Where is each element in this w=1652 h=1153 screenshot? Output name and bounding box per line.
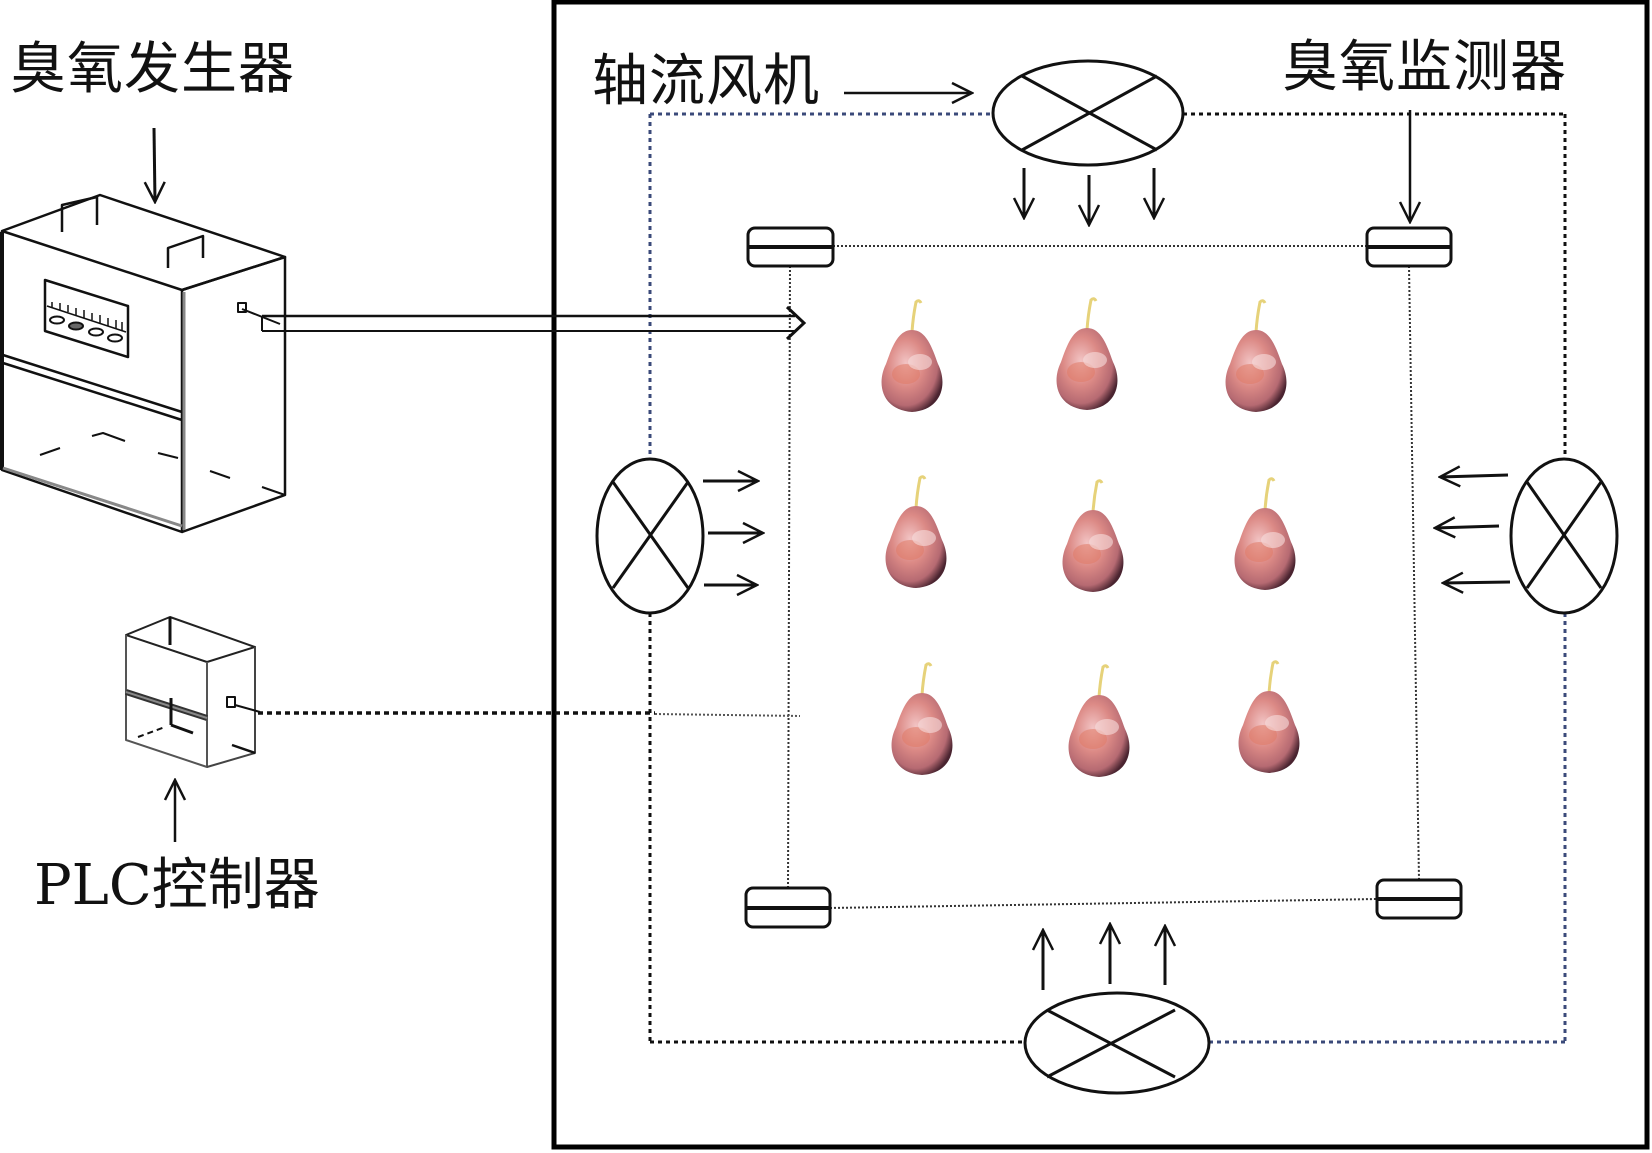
axial-fan-left bbox=[595, 457, 705, 615]
pear bbox=[1062, 479, 1124, 592]
pear-stem bbox=[910, 299, 923, 333]
pear bbox=[1056, 297, 1118, 410]
generator-display-panel bbox=[43, 278, 130, 359]
pear-highlight bbox=[1095, 719, 1119, 735]
plc-signal-line bbox=[258, 711, 801, 717]
airflow-arrows-top bbox=[1024, 168, 1154, 225]
axial-fan-right bbox=[1509, 457, 1619, 615]
plc-controller-device bbox=[125, 616, 261, 768]
pear-blush bbox=[902, 727, 930, 747]
ozone-generator-label: 臭氧发生器 bbox=[10, 37, 295, 102]
pear-blush bbox=[1067, 362, 1095, 382]
pear-blush bbox=[892, 364, 920, 384]
pear-stem bbox=[1263, 477, 1276, 511]
pear-highlight bbox=[908, 354, 932, 370]
inner-loop-right bbox=[1408, 265, 1420, 881]
pear-highlight bbox=[1083, 352, 1107, 368]
pear-highlight bbox=[1252, 354, 1276, 370]
arrow-left-icon bbox=[1440, 475, 1509, 477]
inner-sensor-loop bbox=[787, 245, 1420, 909]
arrow-left-icon bbox=[1443, 582, 1511, 583]
sensor-bottom-left bbox=[744, 886, 832, 929]
pear-grid bbox=[881, 297, 1300, 777]
pear-stem bbox=[920, 662, 933, 696]
pear-blush bbox=[1245, 542, 1273, 562]
airflow-arrows-left bbox=[703, 481, 763, 585]
plc-signal-port bbox=[226, 696, 236, 708]
pear-stem bbox=[1267, 660, 1280, 694]
pear-blush bbox=[1079, 729, 1107, 749]
sensor-top-right bbox=[1365, 226, 1453, 268]
pear-blush bbox=[1073, 544, 1101, 564]
pear-highlight bbox=[918, 717, 942, 733]
pear-blush bbox=[896, 540, 924, 560]
pear bbox=[891, 662, 953, 775]
axial-fan-top bbox=[991, 59, 1185, 167]
pear bbox=[885, 475, 947, 588]
axial-fan-bottom bbox=[1023, 991, 1211, 1095]
pear-highlight bbox=[1089, 534, 1113, 550]
inner-loop-left bbox=[787, 265, 791, 889]
arrow-left-icon bbox=[1435, 526, 1500, 528]
pear bbox=[1234, 477, 1296, 590]
pear-highlight bbox=[1261, 532, 1285, 548]
plc-controller-label: PLC控制器 bbox=[34, 853, 320, 918]
pear-stem bbox=[1097, 664, 1110, 698]
pear bbox=[1225, 299, 1287, 412]
storage-chamber-frame bbox=[551, 0, 1650, 1150]
pear bbox=[1068, 664, 1130, 777]
pear-stem bbox=[914, 475, 927, 509]
generator-pointer-arrow bbox=[154, 127, 155, 202]
ozone-monitor-label: 臭氧监测器 bbox=[1282, 35, 1567, 100]
inner-loop-bottom bbox=[829, 898, 1378, 909]
pear-stem bbox=[1091, 479, 1104, 513]
pear bbox=[881, 299, 943, 412]
airflow-arrows-right bbox=[1435, 475, 1511, 583]
pear-highlight bbox=[912, 530, 936, 546]
pear-blush bbox=[1236, 364, 1264, 384]
outer-circulation-loop bbox=[648, 112, 1567, 1044]
sensor-top-left bbox=[746, 226, 835, 268]
pear-highlight bbox=[1265, 715, 1289, 731]
pear-stem bbox=[1254, 299, 1267, 333]
ozone-supply-pipe bbox=[241, 305, 807, 341]
pear-stem bbox=[1085, 297, 1098, 331]
pear bbox=[1238, 660, 1300, 773]
sensor-bottom-right bbox=[1375, 878, 1463, 920]
ozone-generator-device bbox=[0, 193, 287, 534]
pipe-arrow-head-icon bbox=[785, 305, 807, 341]
axial-fan-label: 轴流风机 bbox=[592, 49, 820, 114]
airflow-arrows-bottom bbox=[1043, 924, 1165, 990]
generator-outlet-port bbox=[237, 302, 247, 313]
pear-blush bbox=[1249, 725, 1277, 745]
